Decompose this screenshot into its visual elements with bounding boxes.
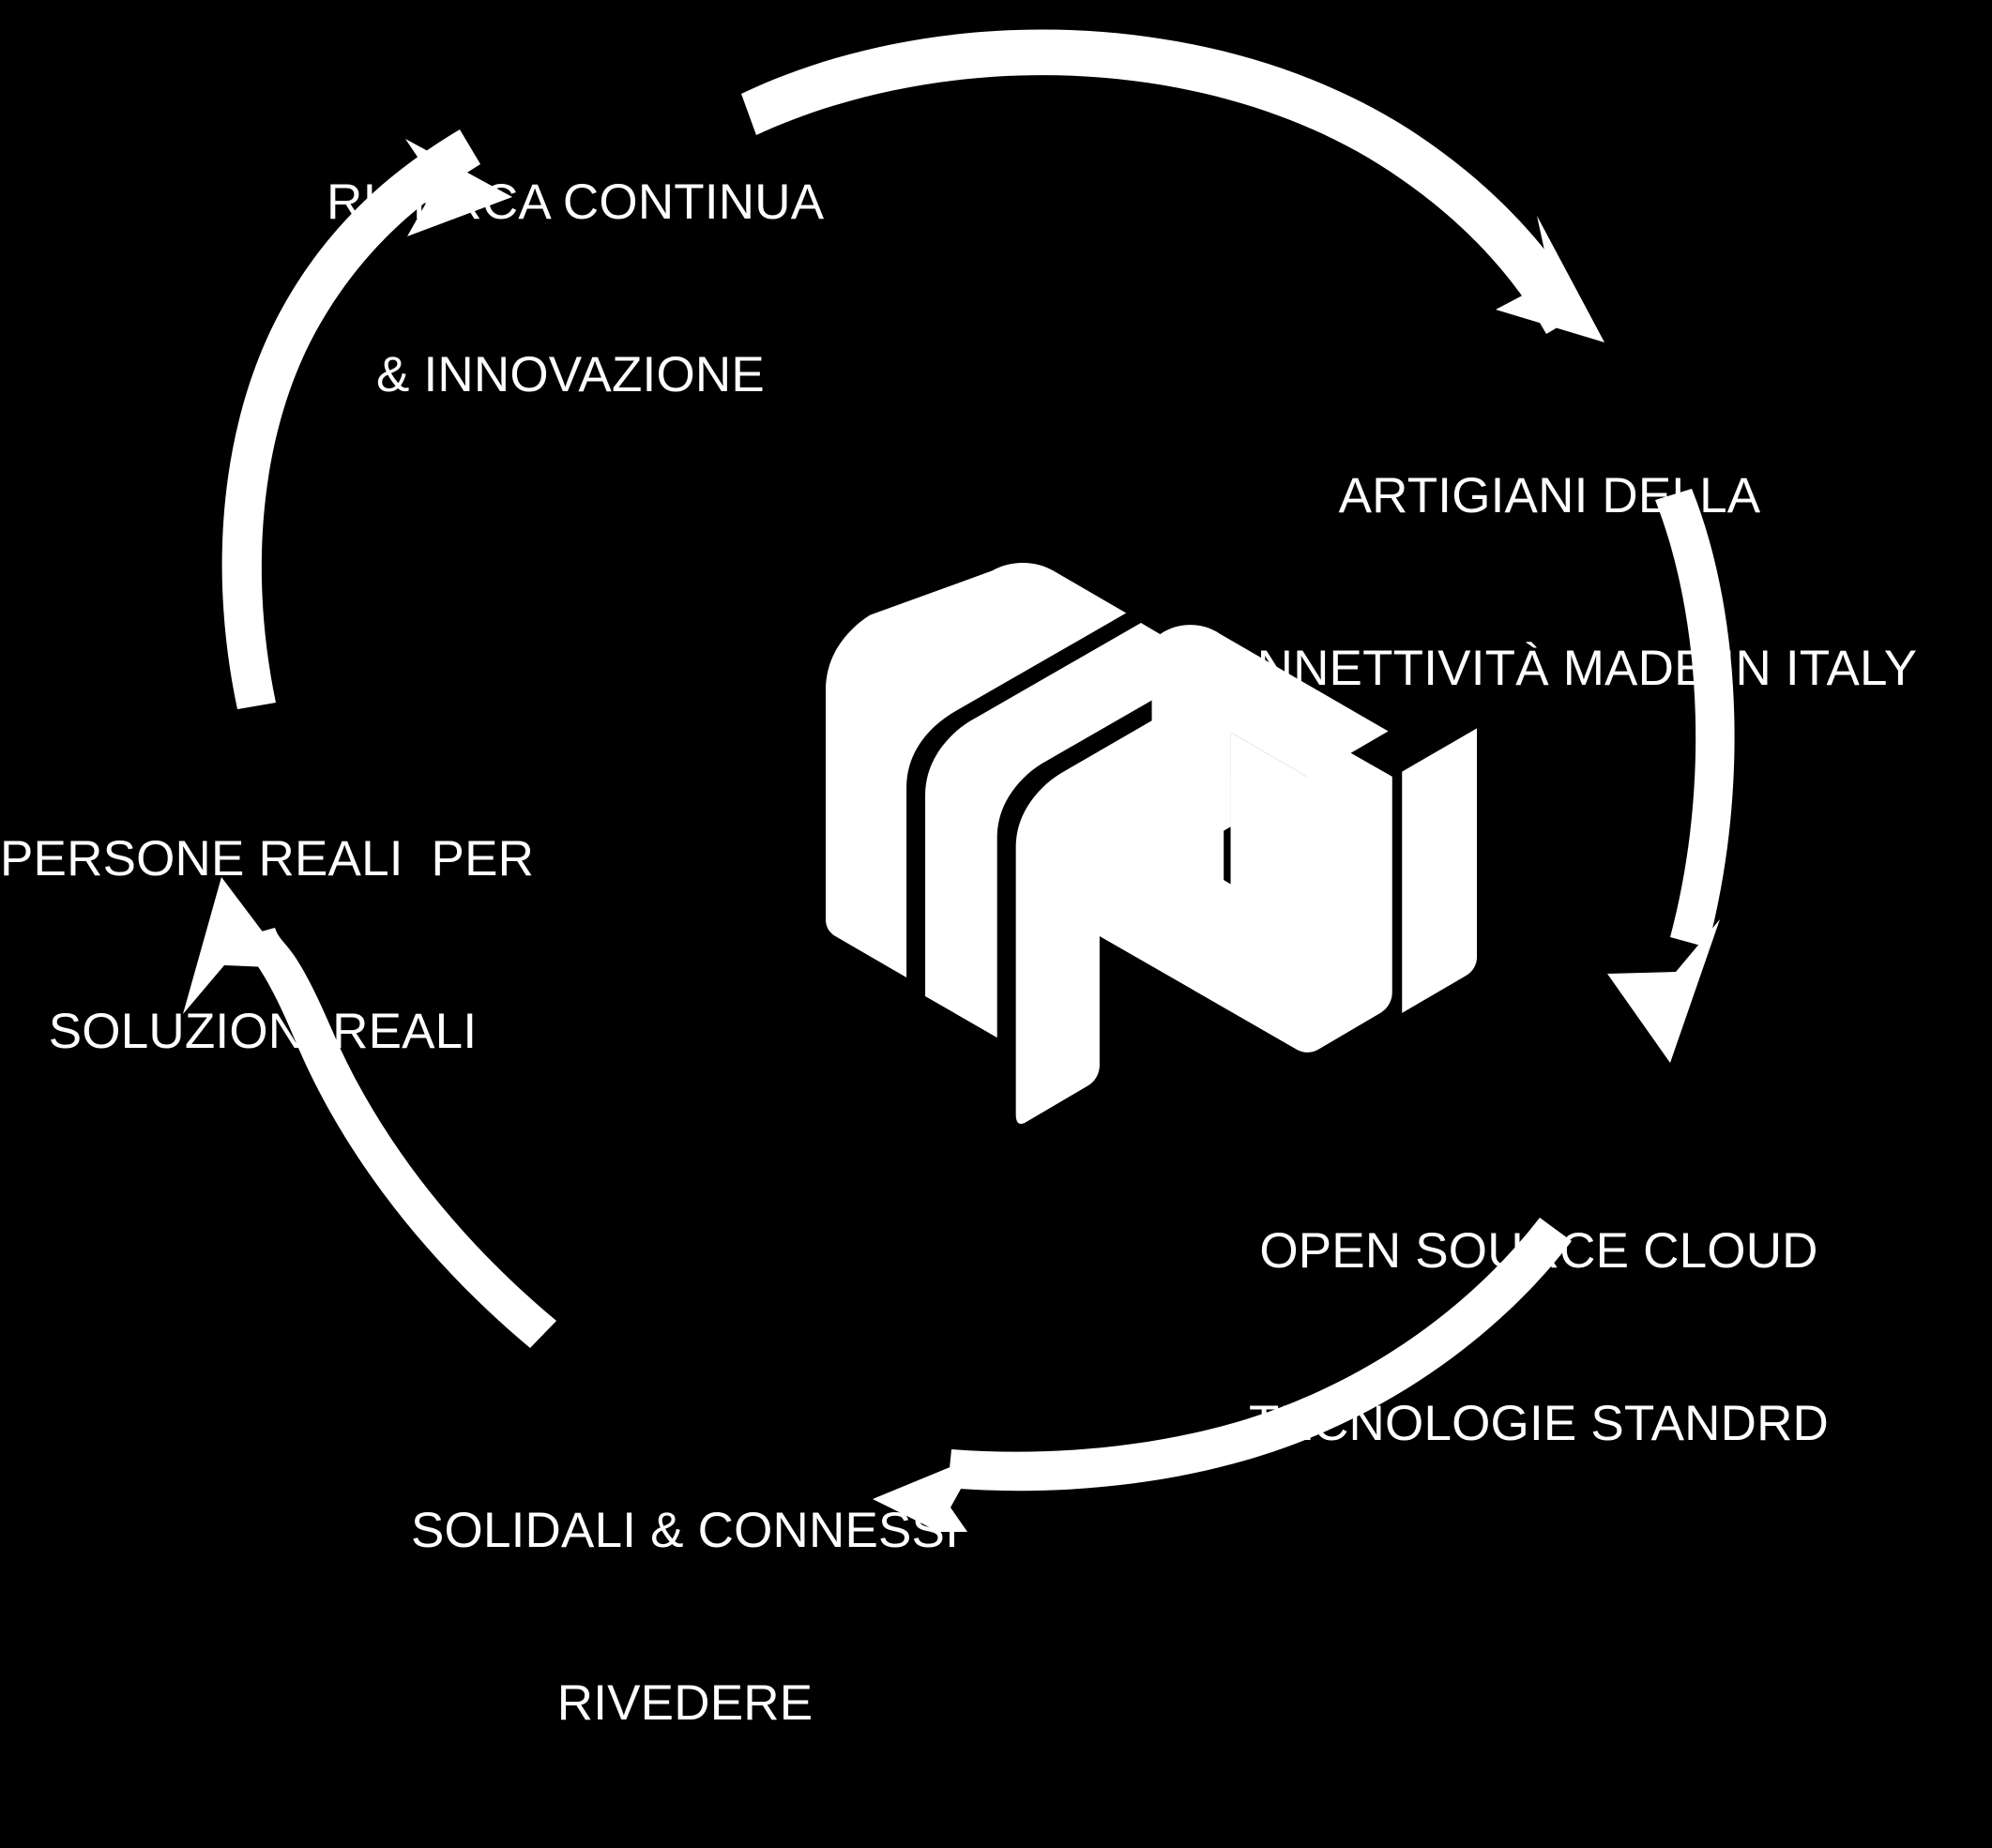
- arrow-solidali-to-persone: [183, 877, 556, 1348]
- node-label-solidali: SOLIDALI & CONNESSI RIVEDERE: [357, 1386, 1013, 1848]
- isometric-cube-n-logo: [826, 563, 1478, 1125]
- arrow-ricerca-to-artigiani: [741, 29, 1604, 342]
- node-label-ricerca: RICERCA CONTINUA & INNOVAZIONE: [0, 58, 938, 520]
- node-label-opensource: OPEN SOURCE CLOUD TECNOLOGIE STANDRD: [1210, 1107, 1867, 1568]
- arrow-opensource-to-solidali: [873, 1218, 1572, 1532]
- cycle-arrows-and-logo: [183, 29, 1735, 1532]
- node-label-persone-line1: PERSONE REALI PER: [0, 830, 535, 886]
- node-label-artigiani-line2: CONNETTIVITÀ MADE IN ITALY: [1181, 641, 1918, 697]
- node-label-artigiani-line1: ARTIGIANI DELLA: [1338, 467, 1761, 523]
- node-label-ricerca-line1: RICERCA CONTINUA: [327, 174, 825, 230]
- node-label-opensource-line2: TECNOLOGIE STANDRD: [1248, 1396, 1830, 1452]
- arrow-persone-to-ricerca: [221, 129, 512, 709]
- node-label-persone: PERSONE REALI PER SOLUZIONI REALI: [0, 715, 535, 1176]
- node-label-solidali-line2: RIVEDERE: [556, 1675, 814, 1732]
- node-label-opensource-line1: OPEN SOURCE CLOUD: [1259, 1222, 1818, 1279]
- diagram-canvas: RICERCA CONTINUA & INNOVAZIONE ARTIGIANI…: [0, 29, 1992, 1732]
- node-label-ricerca-line2: & INNOVAZIONE: [376, 347, 765, 403]
- node-label-solidali-line1: SOLIDALI & CONNESSI: [410, 1502, 960, 1558]
- arrow-artigiani-to-opensource: [1607, 489, 1735, 1063]
- node-label-persone-line2: SOLUZIONI REALI: [48, 1004, 478, 1060]
- node-label-artigiani: ARTIGIANI DELLA CONNETTIVITÀ MADE IN ITA…: [1107, 352, 1992, 813]
